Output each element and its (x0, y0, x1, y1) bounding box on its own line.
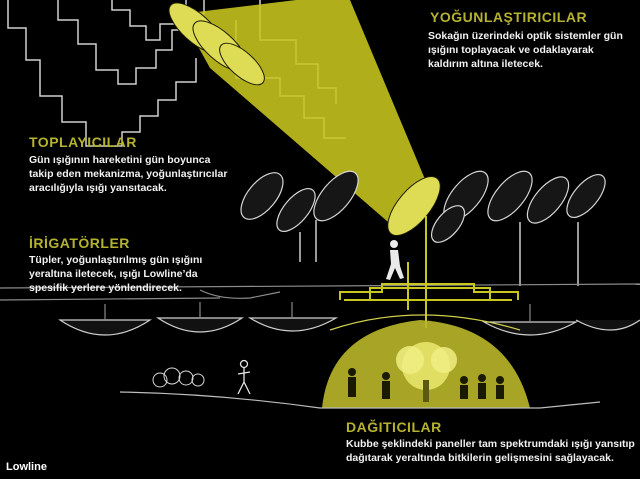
collectors-line-1: Gün ışığının hareketini gün boyunca (29, 154, 211, 166)
pedestrian-figure (386, 240, 404, 280)
collectors-title: TOPLAYICILAR (29, 134, 137, 150)
dome-ring (329, 314, 521, 331)
collectors-description: Gün ışığının hareketini gün boyunca taki… (29, 153, 227, 195)
collectors-line-2: takip eden mekanizma, yoğunlaştırıcılar (29, 168, 228, 180)
ground-lines (119, 391, 601, 409)
irrigators-line-1: Tüpler, yoğunlaştırılmış gün ışığını (29, 254, 203, 266)
brand-label: Lowline (6, 461, 47, 473)
distributors-description: Kubbe şeklindeki paneller tam spektrumda… (346, 437, 635, 465)
tree-illustration (396, 342, 457, 402)
concentrators-line-3: kaldırım altına iletecek. (428, 58, 543, 70)
irrigators-description: Tüpler, yoğunlaştırılmış gün ışığını yer… (29, 253, 202, 295)
distributors-title: DAĞITICILAR (346, 419, 442, 435)
irrigators-title: İRİGATÖRLER (29, 235, 130, 251)
concentrators-line-1: Sokağın üzerindeki optik sistemler gün (428, 30, 623, 42)
concentrators-line-2: ışığını toplayacak ve odaklayarak (428, 44, 594, 56)
ceiling-panels (58, 317, 640, 336)
irrigators-line-2: yeraltına iletecek, ışığı Lowline’da (29, 268, 198, 280)
irrigator-tubes (339, 216, 519, 328)
collector-poles (299, 220, 579, 286)
irrigators-line-3: spesifik yerlere yönlendirecek. (29, 282, 182, 294)
distributors-line-1: Kubbe şeklindeki paneller tam spektrumda… (346, 438, 635, 450)
people-figures (348, 368, 504, 399)
concentrators-title: YOĞUNLAŞTIRICILAR (430, 9, 588, 25)
concentrators-description: Sokağın üzerindeki optik sistemler gün ı… (428, 29, 623, 71)
ceiling-rods (104, 302, 531, 322)
walker-figure (237, 359, 251, 395)
distributors-line-2: dağıtarak yeraltında bitkilerin gelişmes… (346, 452, 614, 464)
collector-dishes (240, 170, 606, 243)
concentrator-lenses (168, 2, 441, 236)
collectors-line-3: aracılığıyla ışığı yansıtacak. (29, 182, 167, 194)
shrubs (152, 367, 205, 388)
street-surface (0, 283, 640, 301)
